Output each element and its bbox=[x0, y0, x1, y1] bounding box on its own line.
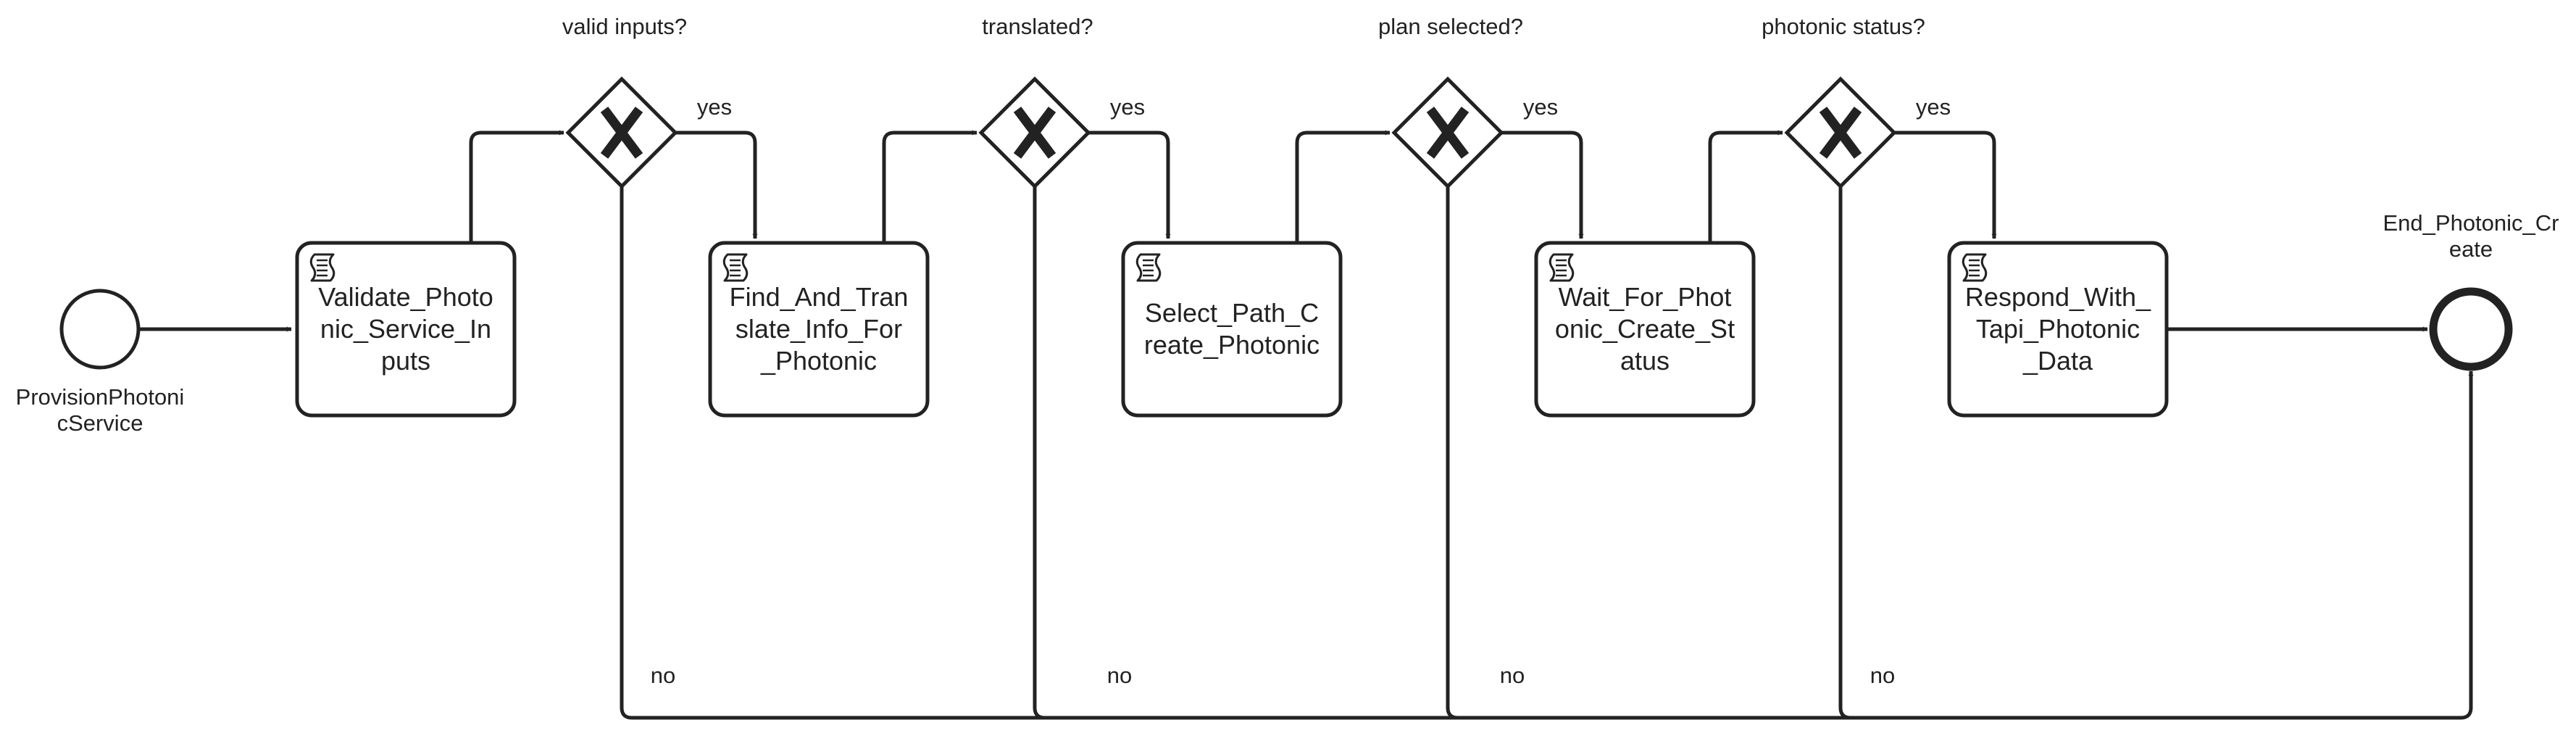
gateway-question-label: valid inputs? bbox=[562, 14, 687, 39]
exclusive-gateway-3[interactable] bbox=[1391, 76, 1504, 189]
gateway-question-label: plan selected? bbox=[1378, 14, 1523, 39]
x-marker-icon bbox=[1013, 107, 1056, 159]
task-label: Respond_With_ bbox=[1965, 282, 2151, 312]
no-label: no bbox=[1107, 663, 1132, 688]
no-label: no bbox=[1870, 663, 1895, 688]
task-label: slate_Info_For bbox=[735, 314, 902, 344]
gateway-question-label: translated? bbox=[982, 14, 1093, 39]
yes-label: yes bbox=[1110, 94, 1145, 120]
task-label: atus bbox=[1620, 346, 1670, 376]
exclusive-gateway-2[interactable] bbox=[978, 76, 1091, 189]
x-marker-icon bbox=[1426, 107, 1470, 159]
start-event[interactable] bbox=[59, 289, 141, 370]
yes-label: yes bbox=[1916, 94, 1951, 120]
no-label: no bbox=[651, 663, 675, 688]
x-marker-icon bbox=[600, 107, 643, 159]
task-4[interactable] bbox=[1534, 241, 1756, 418]
script-icon bbox=[1135, 253, 1162, 282]
exclusive-gateway-4[interactable] bbox=[1784, 76, 1897, 189]
yes-label: yes bbox=[697, 94, 732, 120]
no-label: no bbox=[1500, 663, 1525, 688]
task-label: onic_Create_St bbox=[1555, 314, 1735, 344]
exclusive-gateway-1[interactable] bbox=[565, 76, 678, 189]
task-label: Find_And_Tran bbox=[730, 282, 909, 312]
end-event-label: eate bbox=[2449, 236, 2493, 262]
end-event[interactable] bbox=[2429, 287, 2513, 371]
gateway-question-label: photonic status? bbox=[1762, 14, 1925, 39]
task-5[interactable] bbox=[1947, 241, 2169, 418]
script-icon bbox=[722, 253, 749, 282]
task-label: Tapi_Photonic bbox=[1976, 314, 2140, 344]
task-1[interactable] bbox=[295, 241, 517, 418]
task-label: nic_Service_In bbox=[320, 314, 491, 344]
sequence-flows bbox=[140, 130, 2474, 720]
task-label: reate_Photonic bbox=[1144, 330, 1320, 360]
task-label: _Data bbox=[2022, 346, 2093, 376]
script-icon bbox=[309, 253, 335, 282]
x-marker-icon bbox=[1819, 107, 1862, 159]
flow-task-2-to-gateway-2 bbox=[882, 130, 978, 243]
flow-no-to-end bbox=[2460, 370, 2474, 720]
task-label: Wait_For_Phot bbox=[1559, 282, 1732, 312]
task-label: Select_Path_C bbox=[1145, 298, 1319, 328]
flow-gateway-3-yes bbox=[1501, 131, 1584, 239]
flow-gateway-1-no bbox=[620, 186, 2461, 720]
start-event-label: cService bbox=[57, 410, 143, 436]
flow-task-1-to-gateway-1 bbox=[469, 130, 564, 243]
task-label: _Photonic bbox=[760, 346, 877, 376]
script-icon bbox=[1548, 253, 1575, 282]
flow-gateway-3-no bbox=[1446, 186, 2461, 720]
task-label: puts bbox=[381, 346, 430, 376]
flow-gateway-4-yes bbox=[1894, 131, 1997, 239]
script-icon bbox=[1962, 253, 1988, 282]
task-2[interactable] bbox=[708, 241, 930, 418]
yes-label: yes bbox=[1523, 94, 1558, 120]
flow-gateway-1-yes bbox=[675, 131, 758, 239]
flow-task-4-to-gateway-4 bbox=[1708, 130, 1783, 243]
flow-gateway-2-yes bbox=[1088, 131, 1171, 239]
task-label: Validate_Photo bbox=[318, 282, 493, 312]
end-event-label: End_Photonic_Cr bbox=[2383, 210, 2559, 236]
flow-nodes bbox=[59, 76, 2513, 418]
flow-task-3-to-gateway-3 bbox=[1295, 130, 1391, 243]
start-event-label: ProvisionPhotoni bbox=[16, 384, 185, 410]
flow-gateway-4-no bbox=[1838, 186, 2461, 720]
task-3[interactable] bbox=[1121, 241, 1343, 418]
flow-gateway-2-no bbox=[1033, 186, 2461, 720]
